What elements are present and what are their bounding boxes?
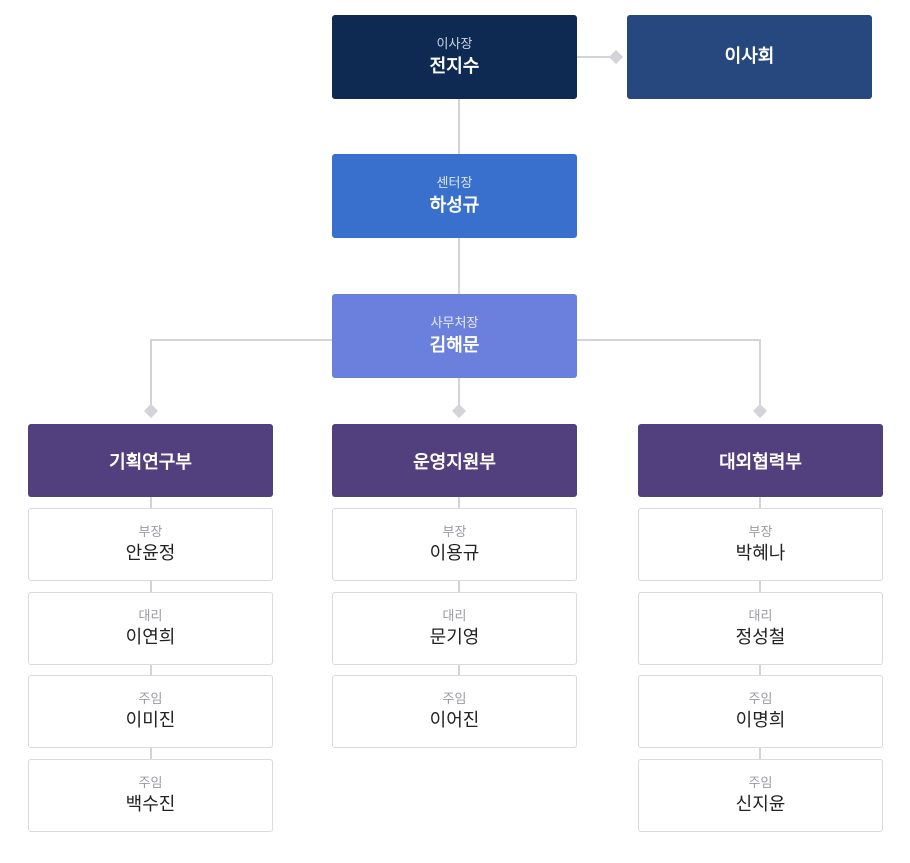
member-name: 정성철: [735, 626, 786, 648]
member-role: 주임: [138, 775, 163, 791]
member-role: 부장: [748, 524, 773, 540]
member-card: 주임 백수진: [28, 759, 273, 832]
department-name: 대외협력부: [719, 451, 802, 473]
member-card: 주임 이어진: [332, 675, 577, 748]
member-card: 주임 신지윤: [638, 759, 883, 832]
department-box: 운영지원부: [332, 424, 577, 497]
member-name: 이미진: [125, 709, 176, 731]
member-role: 부장: [442, 524, 467, 540]
member-role: 대리: [442, 608, 467, 624]
chair-box: 이사장 전지수: [332, 15, 577, 99]
connector-node: [451, 403, 467, 419]
connector-node: [143, 403, 159, 419]
member-card: 부장 이용규: [332, 508, 577, 581]
member-card: 대리 문기영: [332, 592, 577, 665]
secretary-dept1-connector: [150, 339, 332, 411]
director-role: 센터장: [436, 175, 473, 191]
member-role: 주임: [138, 691, 163, 707]
department-box: 대외협력부: [638, 424, 883, 497]
member-card: 대리 정성철: [638, 592, 883, 665]
member-name: 이연희: [125, 626, 176, 648]
board-name: 이사회: [724, 46, 775, 67]
member-name: 박혜나: [735, 542, 786, 564]
member-role: 주임: [748, 691, 773, 707]
member-name: 이어진: [429, 709, 480, 731]
chair-name: 전지수: [429, 55, 480, 77]
member-card: 대리 이연희: [28, 592, 273, 665]
member-name: 안윤정: [125, 542, 176, 564]
secretary-box: 사무처장 김해문: [332, 294, 577, 378]
member-role: 대리: [748, 608, 773, 624]
member-role: 대리: [138, 608, 163, 624]
connector-node: [608, 49, 624, 65]
department-name: 운영지원부: [413, 451, 496, 473]
secretary-dept3-connector: [577, 339, 761, 411]
member-card: 부장 안윤정: [28, 508, 273, 581]
member-name: 신지윤: [735, 793, 786, 815]
member-name: 이용규: [429, 542, 480, 564]
member-name: 이명희: [735, 709, 786, 731]
member-role: 주임: [748, 775, 773, 791]
member-role: 부장: [138, 524, 163, 540]
member-name: 문기영: [429, 626, 480, 648]
member-card: 주임 이명희: [638, 675, 883, 748]
department-box: 기획연구부: [28, 424, 273, 497]
chair-role: 이사장: [436, 36, 473, 52]
member-card: 주임 이미진: [28, 675, 273, 748]
secretary-name: 김해문: [429, 334, 480, 356]
member-name: 백수진: [125, 793, 176, 815]
connector-node: [752, 403, 768, 419]
director-box: 센터장 하성규: [332, 154, 577, 238]
member-role: 주임: [442, 691, 467, 707]
secretary-role: 사무처장: [430, 315, 479, 331]
department-name: 기획연구부: [109, 451, 192, 473]
member-card: 부장 박혜나: [638, 508, 883, 581]
board-box: 이사회: [627, 15, 872, 99]
director-name: 하성규: [429, 194, 480, 216]
